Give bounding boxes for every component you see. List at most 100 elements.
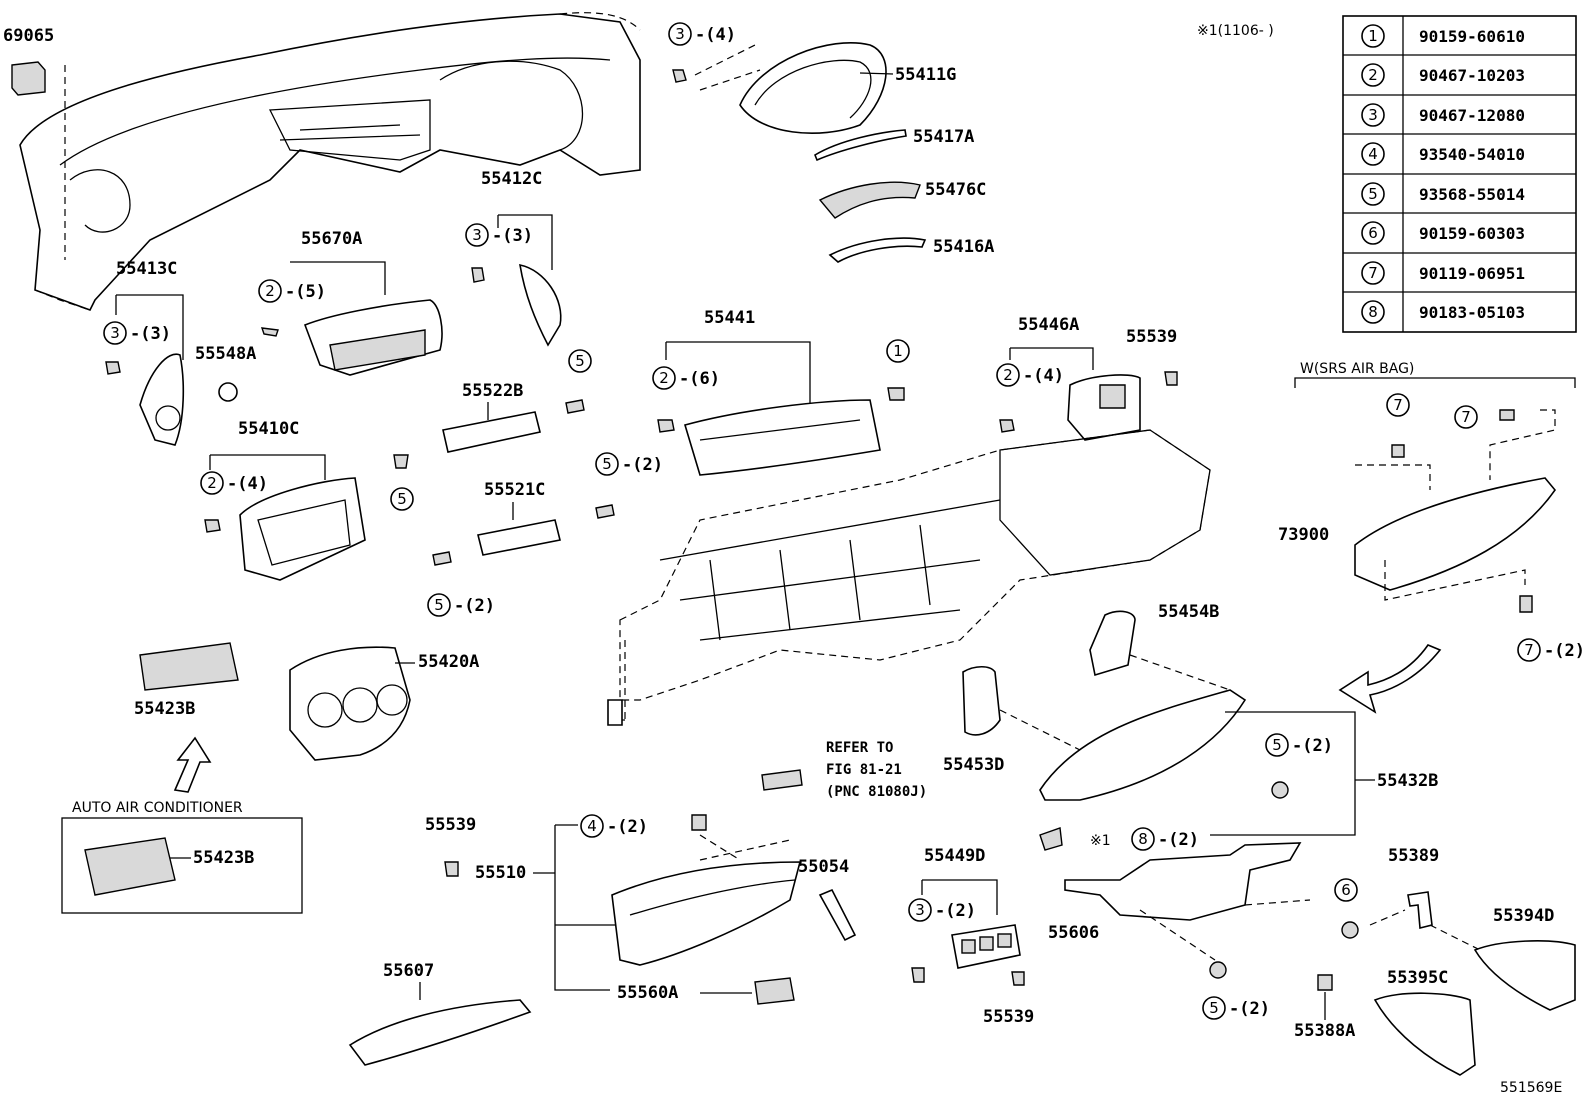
refer-line: REFER TO	[826, 740, 893, 756]
part-label: 55417A	[913, 127, 974, 147]
svg-text:5: 5	[397, 490, 407, 508]
part-label: 55441	[704, 308, 755, 328]
clip-icon	[999, 419, 1015, 433]
trim-panel	[818, 181, 921, 219]
connector-icon	[761, 769, 803, 791]
lower-cover	[348, 999, 532, 1066]
arrow-up	[173, 736, 212, 793]
table-num: 1	[1368, 27, 1378, 45]
clip-69065	[11, 61, 46, 96]
callout: 5 -(2)	[595, 452, 663, 476]
table-num: 3	[1368, 106, 1378, 124]
callout: 2 -(4)	[996, 363, 1064, 387]
svg-text:5: 5	[1209, 999, 1219, 1017]
part-label: 73900	[1278, 525, 1329, 545]
callout: 3 -(2)	[908, 898, 976, 922]
auto-ac-box: AUTO AIR CONDITIONER 55423B	[61, 800, 303, 914]
table-num: 2	[1368, 66, 1378, 84]
table-part: 93540-54010	[1419, 145, 1525, 164]
table-row: 6 90159-60303	[1361, 221, 1525, 245]
srs-label: W(SRS AIR BAG)	[1300, 361, 1414, 377]
callout: 2 -(4)	[200, 471, 268, 495]
instrument-panel-main	[607, 429, 1211, 726]
part-label: 55054	[798, 857, 849, 877]
clip-icon	[1317, 974, 1333, 991]
table-part: 90159-60610	[1419, 27, 1525, 46]
screw-icon	[1519, 595, 1533, 613]
part-label: 55412C	[481, 169, 542, 189]
part-label: 55539	[983, 1007, 1034, 1027]
svg-text:-(4): -(4)	[695, 25, 736, 45]
part-label: 55411G	[895, 65, 956, 85]
callout: 5 -(2)	[1265, 733, 1333, 757]
callout: 5 -(2)	[427, 593, 495, 617]
instrument-panel-upper	[19, 12, 641, 311]
svg-text:-(3): -(3)	[130, 324, 171, 344]
part-label: 55548A	[195, 344, 256, 364]
screw-icon	[1391, 444, 1405, 458]
table-num: 7	[1368, 264, 1378, 282]
side-panel	[519, 263, 562, 347]
svg-text:2: 2	[265, 282, 275, 300]
part-label: 55388A	[1294, 1021, 1355, 1041]
screw-icon	[1271, 781, 1289, 799]
svg-text:7: 7	[1393, 396, 1403, 414]
clip-icon	[444, 861, 459, 877]
star-note: ※1	[1090, 833, 1111, 849]
part-label: 55607	[383, 961, 434, 981]
callout: 5	[568, 349, 592, 373]
table-row: 3 90467-12080	[1361, 103, 1525, 127]
screw-icon	[1209, 961, 1227, 979]
part-label: 55606	[1048, 923, 1099, 943]
callout: 6	[1334, 878, 1358, 902]
part-label: 55539	[425, 815, 476, 835]
svg-text:-(2): -(2)	[935, 901, 976, 921]
callout: 1	[886, 339, 910, 363]
part-label: 55454B	[1158, 602, 1219, 622]
svg-text:-(4): -(4)	[227, 474, 268, 494]
trim-strip	[814, 129, 907, 162]
part-label: 55521C	[484, 480, 545, 500]
svg-text:-(4): -(4)	[1023, 366, 1064, 386]
side-panel-454	[1089, 610, 1136, 677]
svg-text:5: 5	[602, 455, 612, 473]
svg-text:8: 8	[1138, 830, 1148, 848]
svg-text:-(2): -(2)	[1292, 736, 1333, 756]
callout: 7 -(2)	[1517, 638, 1585, 662]
clip-icon	[1011, 971, 1025, 986]
part-label: 55432B	[1377, 771, 1438, 791]
part-label: 55510	[475, 863, 526, 883]
clip-icon	[1039, 827, 1063, 851]
table-num: 8	[1368, 303, 1378, 321]
part-label: 55416A	[933, 237, 994, 257]
table-part: 93568-55014	[1419, 185, 1525, 204]
svg-text:6: 6	[1341, 881, 1351, 899]
callout: 3 -(3)	[465, 223, 533, 247]
table-part: 90467-12080	[1419, 106, 1525, 125]
svg-text:3: 3	[110, 324, 120, 342]
refer-line: (PNC 81080J)	[826, 784, 927, 800]
table-row: 1 90159-60610	[1361, 24, 1525, 48]
screw-icon	[565, 399, 585, 414]
table-row: 7 90119-06951	[1361, 261, 1525, 285]
part-label: 55670A	[301, 229, 362, 249]
svg-text:-(6): -(6)	[679, 369, 720, 389]
table-num: 5	[1368, 185, 1378, 203]
clip-icon	[105, 361, 121, 375]
serial-note: ※1(1106- )	[1197, 23, 1274, 39]
svg-text:5: 5	[575, 352, 585, 370]
part-label: 55394D	[1493, 906, 1554, 926]
screw-icon	[691, 814, 707, 831]
part-label: 55449D	[924, 846, 985, 866]
svg-text:3: 3	[675, 25, 685, 43]
figure-id: 551569E	[1500, 1080, 1562, 1096]
panel-insert	[477, 519, 561, 556]
part-label: 55522B	[462, 381, 523, 401]
screw-icon	[887, 387, 905, 401]
svg-text:-(5): -(5)	[285, 282, 326, 302]
airbag-module	[1354, 477, 1557, 591]
clip-icon	[260, 327, 279, 337]
screw-icon	[393, 454, 409, 469]
callout: 3 -(4)	[668, 22, 736, 46]
